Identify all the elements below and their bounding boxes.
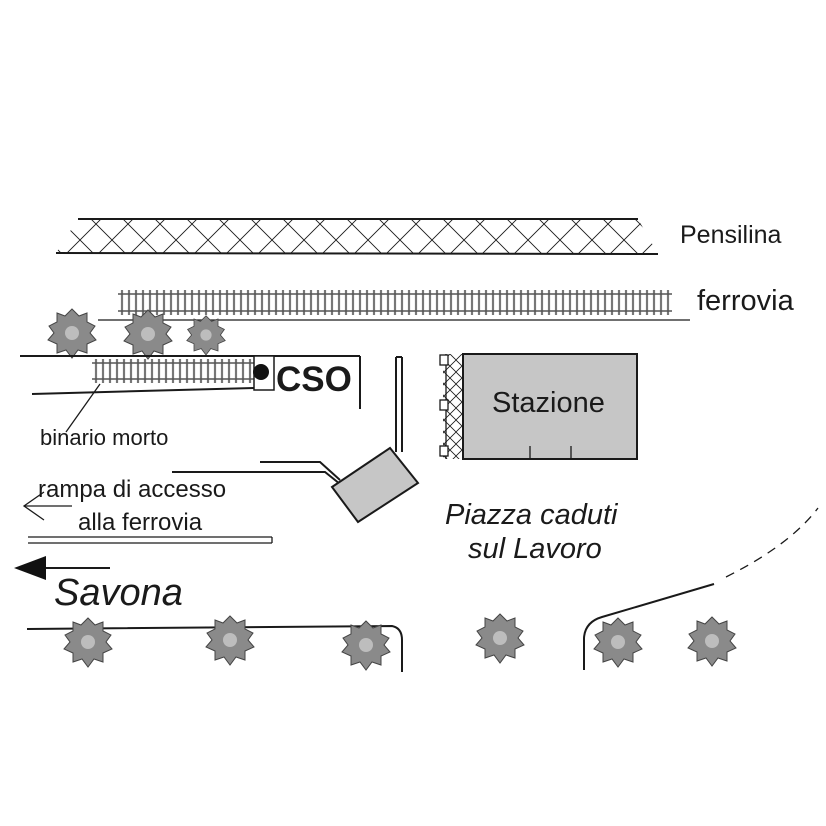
tree-icon — [341, 620, 391, 671]
pensilina-label: Pensilina — [680, 221, 782, 249]
location-dot-icon — [253, 364, 269, 380]
tree-icon — [123, 309, 173, 360]
road-edges — [26, 507, 819, 672]
rampa-label-line2: alla ferrovia — [78, 509, 203, 536]
ferrovia-label: ferrovia — [697, 285, 795, 317]
piazza-label-line1: Piazza caduti — [445, 499, 619, 531]
piazza-label-line2: sul Lavoro — [468, 533, 602, 565]
rampa-arrow — [22, 491, 72, 521]
tree-icon — [205, 615, 255, 666]
tree-icon — [687, 616, 737, 667]
stazione-building — [439, 353, 638, 460]
savona-label: Savona — [54, 572, 183, 614]
rampa-label-line1: rampa di accesso — [38, 476, 226, 503]
cso-label: CSO — [276, 360, 352, 399]
tree-icon — [475, 613, 525, 664]
tree-icon — [63, 617, 113, 668]
rampa-ramp — [28, 536, 273, 544]
arrow-left-icon — [14, 556, 46, 580]
access-path — [172, 356, 420, 524]
binario-morto-label: binario morto — [40, 425, 168, 450]
railway-track — [98, 290, 690, 321]
tree-icon — [593, 617, 643, 668]
stazione-label: Stazione — [492, 387, 605, 419]
savona-arrow — [14, 556, 110, 580]
binario-morto-area — [20, 355, 361, 433]
tree-icon — [186, 315, 226, 356]
pensilina-canopy — [55, 218, 659, 255]
small-building — [330, 446, 420, 524]
tree-icon — [47, 308, 97, 359]
